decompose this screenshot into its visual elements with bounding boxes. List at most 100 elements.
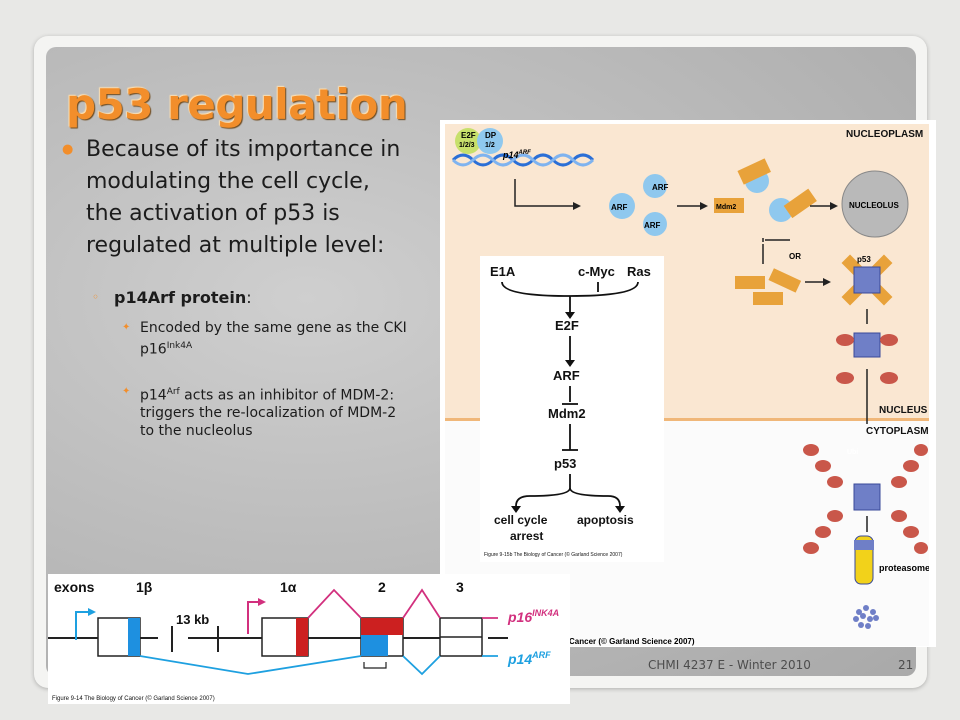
point-text-tail: acts as an inhibitor of MDM-2: triggers … (140, 387, 397, 440)
footer-course: CHMI 4237 E - Winter 2010 (648, 658, 811, 672)
exon-3-label: 3 (456, 579, 464, 595)
mdm2-protein-icon (737, 158, 771, 185)
arrowhead (573, 202, 581, 210)
arrowhead (823, 278, 831, 286)
bracket (363, 662, 387, 669)
nucleus-label: NUCLEUS (879, 405, 928, 416)
apoptosis-label: apoptosis (577, 513, 634, 527)
ubiquitin-icon (827, 510, 843, 522)
arrowhead (88, 608, 96, 616)
ubiquitin-icon (803, 542, 819, 554)
ubiquitin-icon (815, 526, 831, 538)
ubiquitin-icon (914, 444, 928, 456)
gene-caption: Figure 9-14 The Biology of Cancer (© Gar… (52, 695, 215, 702)
dp-protein (477, 128, 503, 154)
nucleoplasm-label: NUCLEOPLASM (846, 129, 924, 140)
point-marker-icon: ✦ (122, 322, 131, 333)
ubiquitin-icon (914, 542, 928, 554)
pathway-diagram: E2F 1/2/3 DP 1/2 p14ARF ARF ARF ARF Mdm2… (451, 128, 929, 646)
exon-1beta-coding (128, 618, 140, 656)
proteasome-cap-icon (854, 540, 874, 550)
cascade-arrowheads (511, 312, 625, 513)
nucleolus-icon (841, 170, 909, 238)
e2f-sub-label: 1/2/3 (459, 142, 475, 149)
pathway-caption: Cancer (© Garland Science 2007) (569, 637, 695, 646)
arf-protein-icon (643, 212, 667, 236)
slide-title: p53 regulation (66, 80, 408, 129)
mdm2-protein-icon (735, 276, 765, 289)
exon-2-p14-coding (361, 635, 388, 656)
mdm2-protein-icon (783, 188, 817, 219)
arf-protein-icon (643, 174, 667, 198)
ubiquitin-icon (836, 334, 854, 346)
p14-splicing-line (139, 655, 498, 676)
dp-label: DP (485, 131, 497, 140)
p16-label: p16INK4A (507, 608, 559, 625)
footer-page-number: 21 (898, 658, 914, 672)
gene-structure-diagram: exons 1β 1α 2 3 13 kb Figure 9-14 The Bi… (48, 579, 559, 702)
proteasome-label: proteasome (879, 563, 929, 573)
main-bullet: Because of its importance in modulating … (62, 134, 402, 262)
p53-protein-icon (853, 266, 881, 294)
point-1: ✦ Encoded by the same gene as the CKI p1… (62, 319, 410, 359)
dp-sub-label: 1/2 (485, 142, 495, 149)
sub-bullet-colon: : (246, 288, 252, 307)
p16-splicing-line (307, 588, 498, 619)
sub-bullet-marker-icon: ◦ (92, 290, 100, 304)
ubiquitin-icon (891, 510, 907, 522)
ubi-label: Ubi (847, 449, 858, 456)
exon-1alpha-label: 1α (280, 579, 297, 595)
cascade-caption: Figure 9-15b The Biology of Cancer (© Ga… (484, 551, 623, 558)
arf-label: ARF (611, 203, 628, 212)
kb-label: 13 kb (176, 612, 209, 627)
exon-1alpha-coding (296, 618, 308, 656)
dna-strand-icon (451, 153, 595, 167)
ubiquitin-icon (836, 372, 854, 384)
cmyc-label: c-Myc (578, 264, 615, 279)
ubiquitin-icon (880, 334, 898, 346)
sub-bullet: ◦ p14Arf protein: (62, 288, 402, 307)
cascade-arrows (501, 281, 639, 507)
arrowhead (258, 598, 266, 606)
p14arf-gene-label: p14ARF (502, 150, 531, 160)
bullet-list: Because of its importance in modulating … (62, 134, 407, 440)
arrow (762, 238, 790, 264)
exon-2-label: 2 (378, 579, 386, 595)
point-text: p14 (140, 387, 167, 404)
cell-cycle-label: cell cycle (494, 513, 548, 527)
dna-strand-icon (451, 153, 595, 167)
p53-protein-icon (853, 483, 881, 511)
point-2: ✦ p14Arf acts as an inhibitor of MDM-2: … (62, 383, 410, 441)
arf-label: ARF (644, 221, 661, 230)
p53-label: p53 (554, 456, 576, 471)
exon-2-p16-coding (361, 618, 403, 635)
e2f-label: E2F (461, 131, 476, 140)
arrowhead (830, 202, 838, 210)
cascade-figure (480, 256, 664, 562)
e1a-label: E1A (490, 264, 516, 279)
ubiquitin-icon (803, 444, 819, 456)
mdm2-protein-icon (714, 198, 744, 213)
arrest-label: arrest (510, 529, 543, 543)
gap-marks (171, 626, 219, 652)
peptide-fragments-icon (853, 605, 879, 629)
exons-label: exons (54, 579, 95, 595)
ubiquitin-icon (903, 460, 919, 472)
nuclear-membrane (445, 418, 929, 421)
point-superscript: Arf (166, 386, 180, 397)
mdm2-label: Mdm2 (716, 204, 736, 211)
point-text: Encoded by the same gene as the CKI p16 (140, 320, 407, 358)
ubiquitin-icon (827, 476, 843, 488)
cascade-diagram: E1A c-Myc Ras E2F ARF Mdm2 p53 cell cycl… (484, 264, 651, 558)
p14-promoter-arrow (75, 611, 90, 640)
p14-label: p14ARF (507, 650, 551, 667)
ubiquitin-icon (815, 460, 831, 472)
mdm2-protein-icon (753, 292, 783, 305)
e2f-label: E2F (555, 318, 579, 333)
mdm2-protein-icon (768, 268, 802, 293)
arf-label: ARF (652, 183, 669, 192)
e2f-protein (455, 128, 481, 154)
arrow (514, 179, 573, 207)
p53-label: p53 (857, 255, 871, 264)
p53-protein-icon (853, 332, 881, 358)
